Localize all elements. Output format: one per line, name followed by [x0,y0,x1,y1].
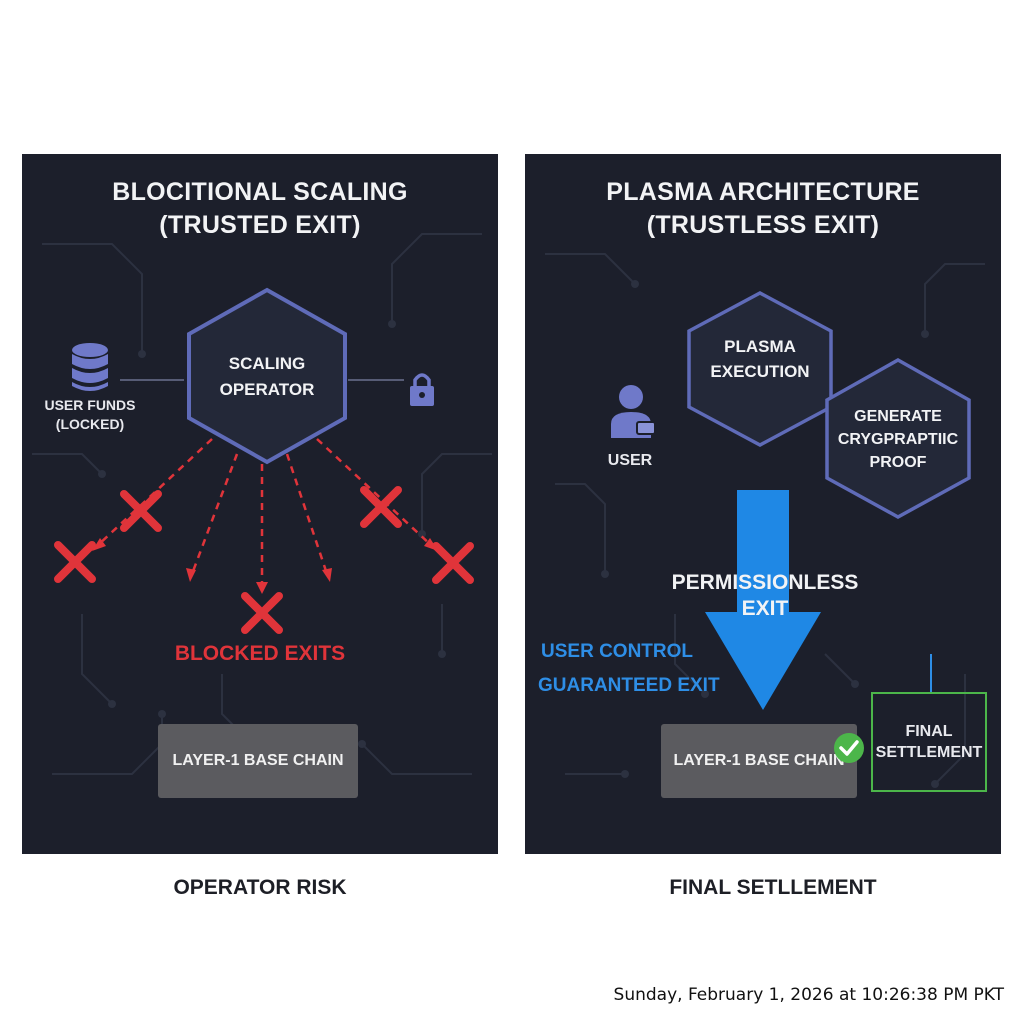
scaling-operator-hexagon [187,287,347,465]
final-settlement-line2: SETTLEMENT [875,744,983,761]
proof-label-line3: PROOF [869,454,927,471]
settlement-connector [930,654,932,692]
x-mark-icon [54,541,96,583]
plasma-execution-hexagon [687,291,833,447]
panel-title-line1: PLASMA ARCHITECTURE [606,178,920,206]
user-funds-line2: (LOCKED) [55,416,125,432]
layer1-base-chain-box: LAYER-1 BASE CHAIN [158,724,358,798]
x-mark-icon [432,542,474,584]
connector-lines [120,379,404,381]
operator-risk-caption: OPERATOR RISK [173,876,347,899]
panel-title-line1: BLOCITIONAL SCALING [112,178,408,206]
timestamp-footer: Sunday, February 1, 2026 at 10:26:38 PM … [613,985,1004,1005]
user-funds-line1: USER FUNDS [44,397,136,413]
x-mark-icon [120,490,162,532]
permissionless-exit-arrow [705,490,821,710]
layer1-base-chain-box: LAYER-1 BASE CHAIN [661,724,857,798]
database-icon [72,343,108,391]
trusted-exit-panel: BLOCITIONAL SCALING (TRUSTED EXIT) SCALI… [22,154,498,854]
user-label: USER [607,452,653,469]
permissionless-exit-line2: EXIT [741,597,789,620]
x-mark-icon [360,486,402,528]
panel-title-line2: (TRUSTED EXIT) [159,211,361,239]
proof-label-line1: GENERATE [854,408,942,425]
plasma-execution-line1: PLASMA [724,337,796,356]
circuit-background [545,253,985,788]
x-mark-icon [241,592,283,634]
blocked-exits-label: BLOCKED EXITS [174,642,346,665]
check-circle-icon [834,733,864,763]
final-settlement-caption: FINAL SETLLEMENT [669,876,877,899]
user-control-label: USER CONTROL [541,641,693,662]
panel-title-line2: (TRUSTLESS EXIT) [646,211,880,239]
permissionless-exit-line1: PERMISSIONLESS [671,571,859,594]
operator-label-line2: OPERATOR [219,380,315,399]
guaranteed-exit-label: GUARANTEED EXIT [538,675,720,696]
lock-icon [410,373,434,406]
proof-label-line2: CRYGPRAPTIIC [837,431,959,448]
final-settlement-box [871,692,987,792]
final-settlement-line1: FINAL [905,723,953,740]
plasma-execution-line2: EXECUTION [710,362,810,381]
operator-label-line1: SCALING [228,354,306,373]
user-icon [611,385,656,438]
cryptographic-proof-hexagon [825,357,971,519]
trustless-exit-panel: PLASMA ARCHITECTURE (TRUSTLESS EXIT) PLA… [525,154,1001,854]
